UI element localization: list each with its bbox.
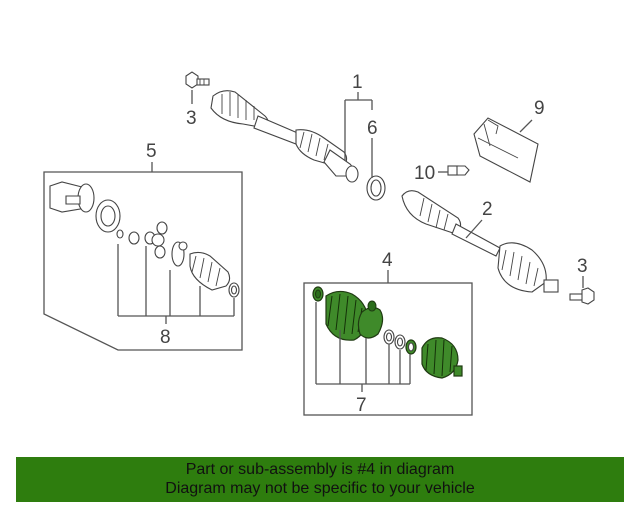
outer-circlip[interactable] bbox=[405, 339, 417, 355]
bolt-3-right[interactable] bbox=[569, 287, 595, 305]
callout-1: 1 bbox=[352, 72, 363, 93]
parts-diagram: 3 1 6 9 10 2 bbox=[43, 71, 595, 416]
callout-8: 8 bbox=[160, 327, 171, 348]
outer-clamp-small[interactable] bbox=[312, 286, 324, 302]
inner-clamp-small[interactable] bbox=[228, 282, 240, 298]
callout-4: 4 bbox=[382, 250, 393, 271]
inner-boot[interactable] bbox=[189, 251, 231, 291]
tripod-spider[interactable] bbox=[128, 221, 168, 259]
callout-8-lines bbox=[117, 244, 235, 324]
callout-3-right: 3 bbox=[577, 256, 588, 277]
banner-line-2: Diagram may not be specific to your vehi… bbox=[165, 480, 475, 497]
callout-9: 9 bbox=[534, 98, 545, 119]
outer-clamp-large[interactable] bbox=[357, 300, 384, 339]
seal-6[interactable] bbox=[366, 175, 386, 201]
axle-shaft-1[interactable] bbox=[210, 90, 359, 183]
heat-shield-9[interactable] bbox=[473, 117, 539, 183]
inner-joint-housing[interactable] bbox=[49, 181, 95, 213]
callout-7-lines bbox=[315, 302, 411, 392]
outer-cv-joint[interactable] bbox=[421, 337, 463, 379]
callout-5: 5 bbox=[146, 141, 157, 162]
banner-line-1: Part or sub-assembly is #4 in diagram bbox=[185, 461, 455, 478]
inner-circlip[interactable] bbox=[116, 229, 124, 239]
bolt-10[interactable] bbox=[447, 165, 470, 176]
info-banner: Part or sub-assembly is #4 in diagram Di… bbox=[16, 457, 624, 502]
bolt-3-top[interactable] bbox=[185, 71, 210, 89]
outer-spacer-ring[interactable] bbox=[394, 334, 406, 350]
outer-washer[interactable] bbox=[383, 329, 395, 345]
axle-shaft-2[interactable] bbox=[401, 190, 559, 293]
inner-joint-box bbox=[43, 171, 243, 351]
callout-7: 7 bbox=[356, 395, 367, 416]
inner-clamp-large[interactable] bbox=[171, 241, 188, 267]
callout-2: 2 bbox=[482, 199, 493, 220]
callout-10: 10 bbox=[414, 163, 435, 184]
inner-cv-joint[interactable] bbox=[95, 199, 121, 233]
callout-6: 6 bbox=[367, 118, 378, 139]
callout-3-top: 3 bbox=[186, 108, 197, 129]
